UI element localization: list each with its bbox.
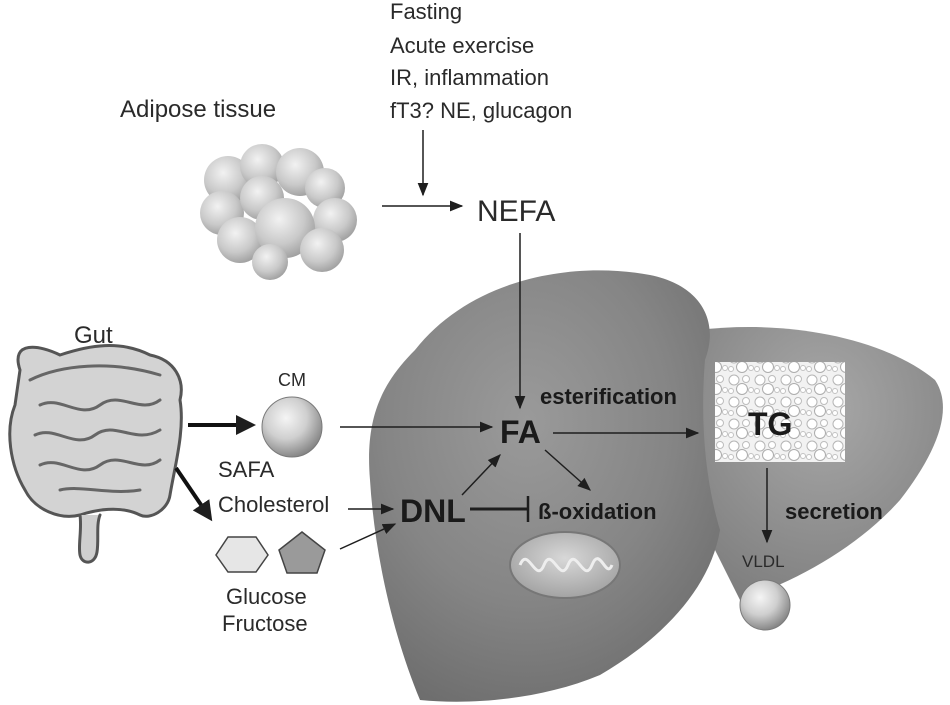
regulator-exercise: Acute exercise	[390, 33, 534, 58]
cholesterol-label: Cholesterol	[218, 492, 329, 517]
esterification-label: esterification	[540, 384, 677, 409]
pathway-arrows	[339, 130, 773, 550]
inhibition-dnl-betaox	[470, 496, 530, 522]
regulator-fasting: Fasting	[390, 0, 462, 24]
arrow-fa-betaox	[544, 449, 592, 491]
regulator-hormones: fT3? NE, glucagon	[390, 98, 572, 123]
thick-arrows	[174, 415, 256, 522]
arrow-sugars-dnl	[339, 523, 397, 550]
dnl-label: DNL	[400, 493, 466, 529]
arrow-dnl-fa	[461, 454, 501, 496]
safa-label: SAFA	[218, 457, 275, 482]
vldl-label: VLDL	[742, 552, 785, 571]
tg-label: TG	[748, 406, 792, 442]
tg-lipid-droplets	[715, 362, 845, 462]
fa-label: FA	[500, 414, 541, 450]
gut-label: Gut	[74, 322, 113, 349]
adipose-cells-illustration	[200, 144, 357, 280]
gut-illustration	[8, 344, 183, 564]
mitochondrion-illustration	[509, 531, 621, 599]
secretion-label: secretion	[785, 499, 883, 524]
nefa-label: NEFA	[477, 195, 555, 228]
adipose-tissue-label: Adipose tissue	[120, 96, 276, 123]
beta-oxidation-label: ß-oxidation	[538, 499, 657, 524]
glucose-label: Glucose	[226, 584, 307, 609]
arrow-gut-sugars	[174, 466, 213, 522]
regulator-list: Fasting Acute exercise IR, inflammation …	[390, 0, 572, 123]
regulator-ir: IR, inflammation	[390, 65, 549, 90]
liver-main-body	[369, 270, 720, 702]
vldl-particle	[739, 579, 791, 631]
fructose-pentagon	[278, 531, 326, 574]
liver-illustration	[369, 270, 943, 702]
cm-label: CM	[278, 370, 306, 390]
glucose-hexagon	[215, 536, 269, 573]
fructose-label: Fructose	[222, 611, 308, 636]
cm-particle	[261, 396, 323, 458]
